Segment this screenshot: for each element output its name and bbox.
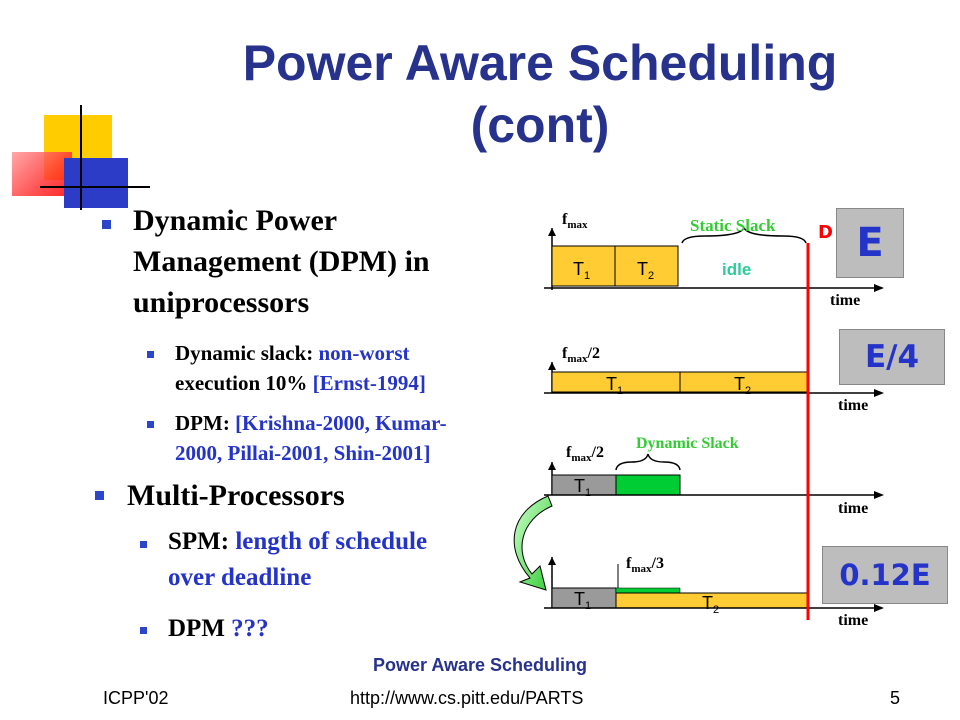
row2-time-arrow: [874, 389, 884, 397]
dpm-refs-label: DPM:: [175, 411, 230, 435]
sub-bullet-marker: [147, 351, 154, 358]
row1-time-arrow: [874, 284, 884, 292]
sub-bullet-marker: [140, 541, 147, 548]
bullet-dpm: Dynamic Power Management (DPM) in unipro…: [133, 200, 513, 323]
footer-conference: ICPP'02: [103, 688, 169, 708]
footer-url: http://www.cs.pitt.edu/PARTS: [350, 688, 584, 708]
task-block-t1: [551, 245, 616, 287]
energy-value-half: E/4: [864, 339, 920, 375]
idle-label: idle: [722, 260, 751, 279]
sub-bullet-marker: [147, 421, 154, 428]
title-line-2: (cont): [470, 97, 610, 153]
row-3-dynamic-slack: fmax/2 T1 Dynamic Slack time: [544, 435, 884, 517]
task-label-t1-partial: T1: [574, 476, 591, 499]
decor-horizontal-line: [40, 186, 150, 188]
row3-y-arrow: [548, 462, 556, 470]
task-label-t1: T1: [573, 259, 590, 282]
row-2-half-speed: fmax/2 T1 T2 time: [544, 345, 884, 414]
row3-time-arrow: [874, 491, 884, 499]
bullet-marker: [95, 491, 104, 500]
scheduling-diagram: fmax T1 T2 idle Static Slack time fmax/2…: [513, 211, 884, 629]
row-4-reclaimed: fmax/3 T1 T2 time: [544, 555, 884, 629]
task-block-t2: [614, 245, 679, 287]
row1-time-label: time: [830, 292, 860, 309]
slack-label: Dynamic slack:: [175, 341, 314, 365]
decor-red-square: [12, 152, 72, 196]
energy-box-half: E/4: [839, 329, 945, 385]
energy-value-full: E: [856, 220, 884, 266]
row4-time-label: time: [838, 612, 868, 629]
dynamic-slack-block: [615, 474, 681, 496]
spm-value-2: over deadline: [168, 564, 312, 591]
slack-value-1: non-worst: [318, 341, 410, 365]
row3-time-label: time: [838, 500, 868, 517]
dpm-q-label: DPM: [168, 615, 225, 642]
slack-value-2: execution 10%: [175, 371, 308, 395]
row2-freq-label: fmax/2: [562, 345, 600, 365]
row1-y-arrow: [548, 228, 556, 236]
energy-value-reclaimed: 0.12E: [839, 558, 931, 592]
dynamic-slack-label: Dynamic Slack: [636, 435, 739, 452]
task-label-t2: T2: [637, 259, 654, 282]
energy-box-full: E: [836, 208, 904, 278]
bullet-multi-processors: Multi-Processors: [127, 479, 345, 512]
sub-bullet-dpm-question: DPM ???: [168, 611, 269, 647]
slack-strip: [615, 587, 681, 594]
decor-blue-square: [64, 158, 128, 208]
bullet-dpm-line1: Dynamic Power: [133, 204, 338, 237]
static-slack-label: Static Slack: [690, 216, 776, 235]
row2-y-arrow: [548, 362, 556, 370]
static-slack-brace: [681, 226, 807, 244]
page-title: Power Aware Scheduling (cont): [160, 32, 920, 156]
dynamic-slack-brace: [615, 453, 681, 471]
deadline-label: D: [818, 222, 833, 243]
bullet-dpm-line3: uniprocessors: [133, 286, 310, 319]
slack-ref: [Ernst-1994]: [312, 371, 426, 395]
row2-time-label: time: [838, 397, 868, 414]
sub-bullet-dpm-refs: DPM: [Krishna-2000, Kumar- 2000, Pillai-…: [175, 408, 535, 468]
dpm-q-value: ???: [231, 615, 269, 642]
bullet-marker: [102, 220, 111, 229]
dpm-refs-2: 2000, Pillai-2001, Shin-2001]: [175, 441, 431, 465]
sub-bullet-marker: [140, 627, 147, 634]
dpm-refs-1: [Krishna-2000, Kumar-: [235, 411, 447, 435]
row1-freq-label: fmax: [562, 211, 588, 231]
row-1-full-speed: fmax T1 T2 idle Static Slack time: [544, 211, 884, 309]
sub-bullet-dynamic-slack: Dynamic slack: non-worst execution 10% […: [175, 338, 515, 398]
footer-title: Power Aware Scheduling: [372, 655, 588, 675]
row4-freq-label: fmax/3: [626, 555, 664, 575]
curved-arrow-icon: [513, 495, 553, 591]
footer-page-number: 5: [890, 688, 901, 708]
title-line-1: Power Aware Scheduling: [242, 35, 838, 91]
decor-vertical-line: [80, 105, 82, 210]
row3-freq-label: fmax/2: [566, 444, 604, 464]
spm-value-1: length of schedule: [235, 528, 428, 555]
bullet-dpm-line2: Management (DPM) in: [133, 245, 430, 278]
task-label-t1-slow: T1: [606, 374, 623, 397]
spm-label: SPM:: [168, 528, 230, 555]
row4-y-arrow: [548, 557, 556, 565]
task-label-t1-done: T1: [574, 589, 591, 612]
task-label-t2-slow: T2: [734, 374, 751, 397]
row4-time-arrow: [874, 604, 884, 612]
task-label-t2-reclaimed: T2: [702, 593, 719, 616]
energy-box-reclaimed: 0.12E: [822, 546, 948, 604]
sub-bullet-spm: SPM: length of schedule over deadline: [168, 524, 508, 596]
